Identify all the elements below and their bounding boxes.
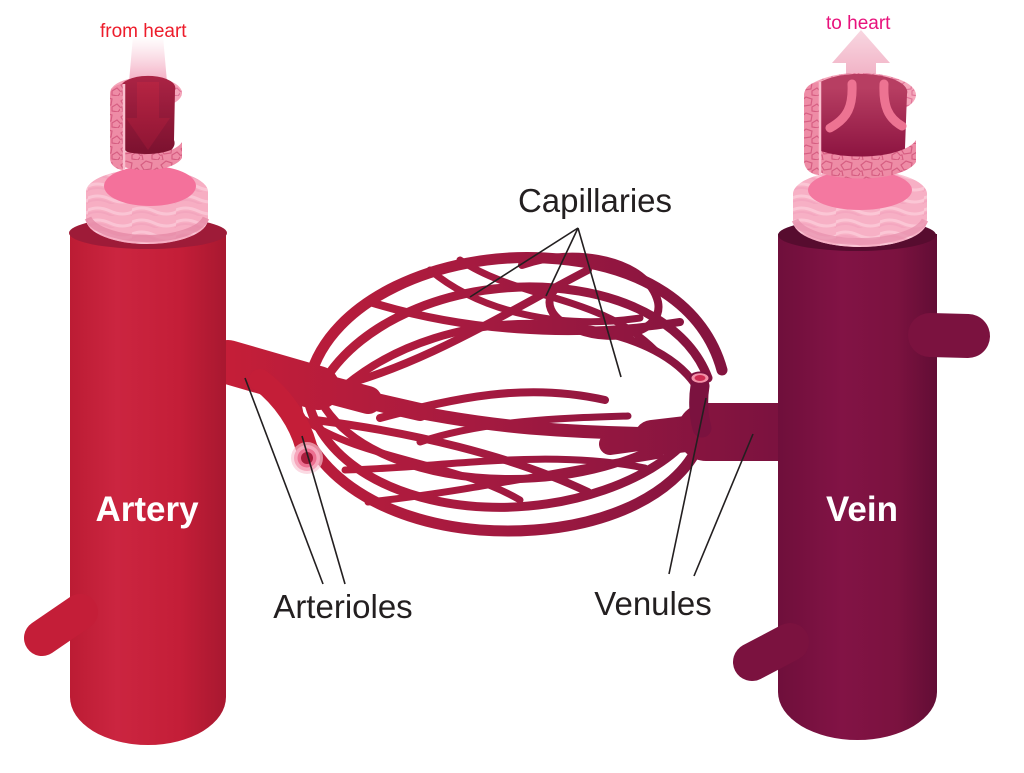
artery-media-ring	[104, 166, 196, 206]
capillary-network	[206, 251, 807, 537]
artery-body	[70, 234, 226, 745]
vein-right-branch	[908, 313, 990, 358]
vein-media-ring	[808, 170, 912, 210]
venule-branch	[689, 371, 712, 438]
arteriole-branch	[249, 369, 323, 474]
artery-label: Artery	[95, 490, 199, 529]
vein-endothelium-tube	[804, 73, 916, 179]
vein-vessel	[733, 30, 990, 740]
vein-side-branch	[733, 623, 809, 681]
artery-vessel	[24, 36, 227, 745]
vein-label: Vein	[826, 490, 898, 529]
capillaries-pointer-lines	[469, 227, 622, 378]
artery-endothelium-tube	[110, 75, 182, 170]
arterioles-pointer-lines	[244, 377, 346, 585]
vein-body	[778, 234, 937, 740]
capillaries-label: Capillaries	[517, 182, 673, 219]
venule-open-end	[689, 371, 711, 385]
arterioles-label: Arterioles	[273, 588, 413, 625]
artery-side-branch	[24, 594, 98, 656]
venules-pointer-lines	[668, 397, 754, 577]
from-heart-label: from heart	[100, 21, 187, 42]
arteriole-tube	[249, 369, 317, 457]
blood-flow-inlet-streak	[129, 36, 167, 82]
venous-valve-flaps	[825, 79, 907, 133]
arteriole-open-end	[291, 442, 323, 474]
to-heart-label: to heart	[826, 13, 891, 34]
venules-label: Venules	[594, 585, 712, 622]
blood-flow-down-arrow	[126, 82, 170, 150]
